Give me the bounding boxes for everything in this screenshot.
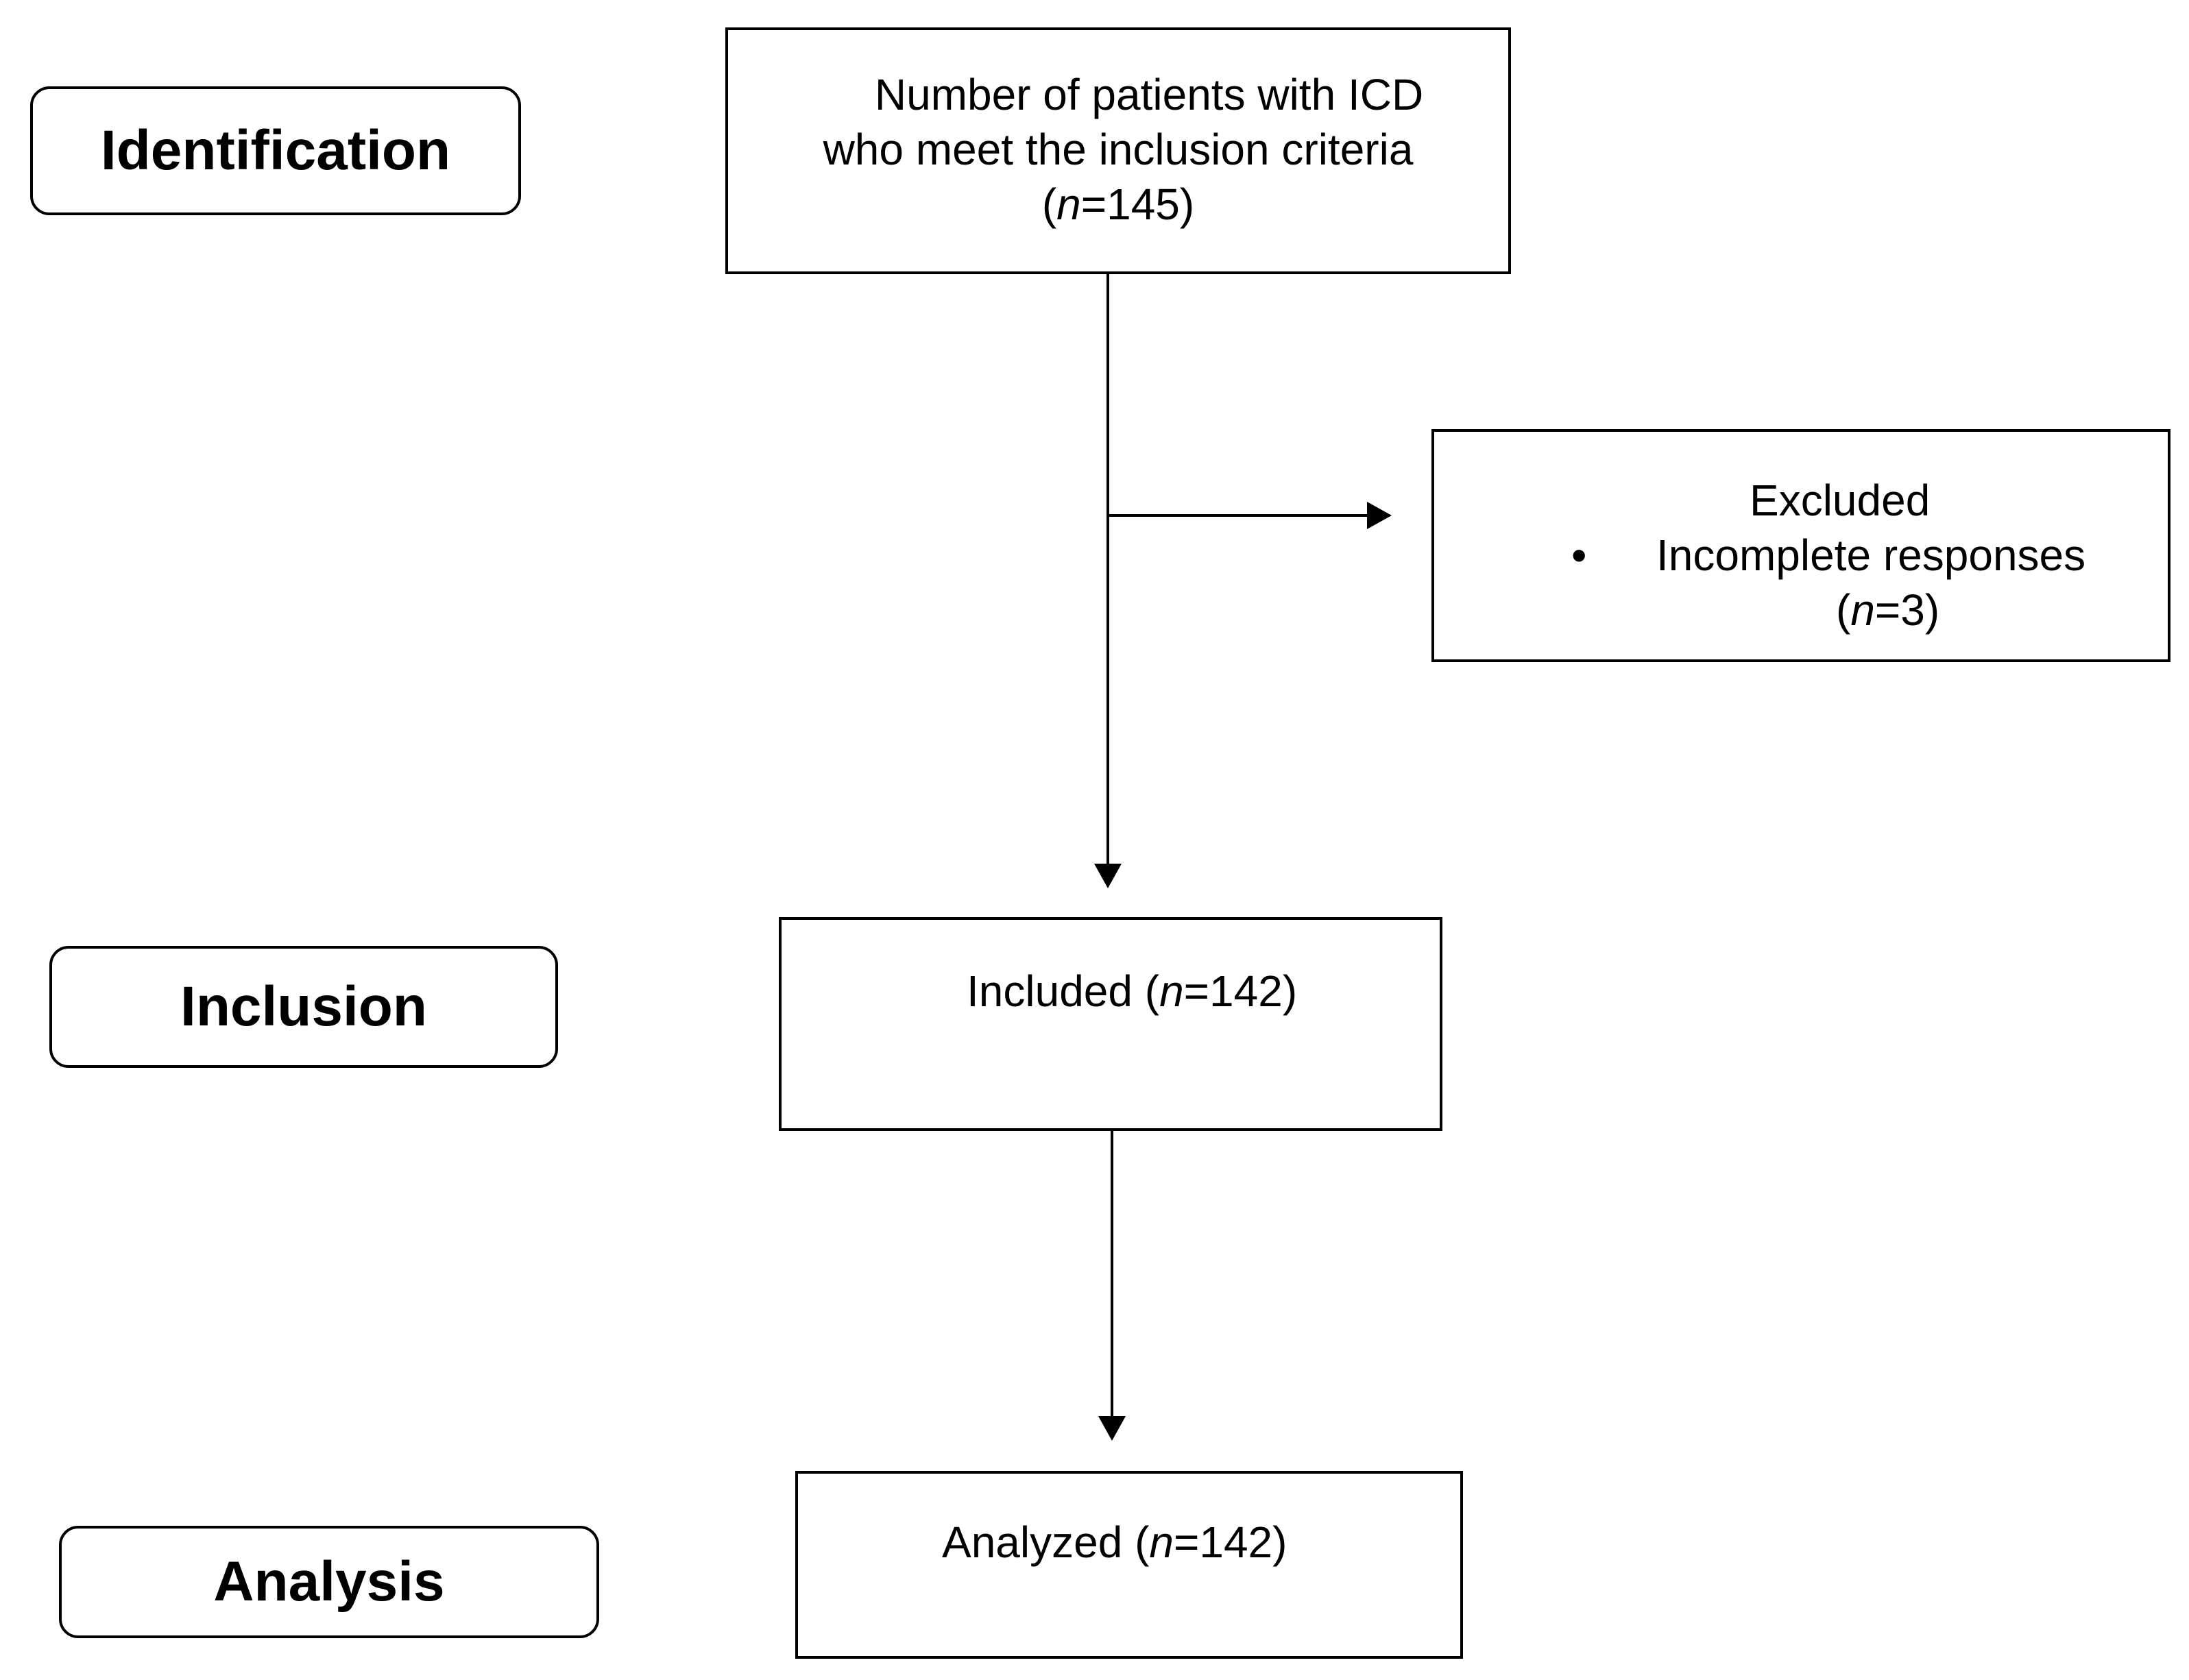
analyzed-count-n: n	[1149, 1518, 1174, 1567]
stage-inclusion: Inclusion	[49, 946, 558, 1068]
eligible-count-value: =145)	[1080, 180, 1195, 229]
arrowhead-down-analyzed	[1098, 1416, 1126, 1441]
excluded-bullet: •	[1571, 531, 1587, 580]
eligible-patients-box: Number of patients with ICD who meet the…	[725, 27, 1511, 274]
excluded-reason: Incomplete responses	[1656, 531, 2086, 580]
stage-inclusion-label: Inclusion	[180, 975, 427, 1038]
included-box: Included (n=142)	[779, 917, 1442, 1131]
eligible-count-open: (	[1041, 180, 1057, 229]
excluded-title: Excluded	[1750, 476, 1931, 525]
analyzed-label: Analyzed (	[942, 1518, 1150, 1567]
analyzed-text: Analyzed (n=142)	[942, 1515, 1287, 1570]
eligible-line-2: who meet the inclusion criteria	[823, 125, 1414, 174]
stage-identification-label: Identification	[100, 119, 451, 182]
arrowhead-down-included	[1094, 864, 1122, 888]
excluded-count-n: n	[1850, 585, 1875, 635]
stage-analysis: Analysis	[59, 1526, 599, 1638]
analyzed-box: Analyzed (n=142)	[795, 1471, 1463, 1659]
analyzed-count-value: =142)	[1173, 1518, 1287, 1567]
eligible-count: (n=145)	[728, 177, 1508, 232]
eligible-line-1: Number of patients with ICD	[874, 70, 1424, 119]
included-count-value: =142)	[1183, 966, 1298, 1016]
eligible-count-n: n	[1056, 180, 1081, 229]
arrowhead-right-excluded	[1367, 502, 1392, 529]
stage-analysis-label: Analysis	[213, 1550, 445, 1613]
excluded-count-open: (	[1836, 585, 1851, 635]
stage-identification: Identification	[30, 86, 521, 215]
excluded-count-value: =3)	[1874, 585, 1940, 635]
included-label: Included (	[967, 966, 1160, 1016]
included-count-n: n	[1159, 966, 1184, 1016]
excluded-box: Excluded • Incomplete responses (n=3)	[1431, 429, 2170, 662]
excluded-count: (n=3)	[1836, 583, 1939, 637]
included-text: Included (n=142)	[967, 964, 1297, 1019]
